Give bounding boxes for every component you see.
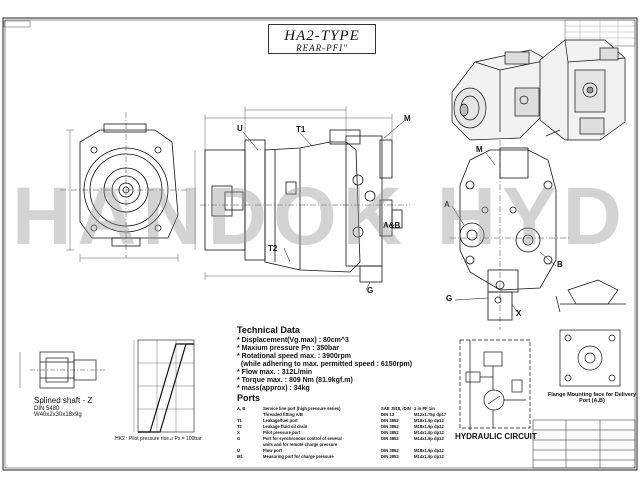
ports-cell: 1 in PF 1in (414, 406, 435, 411)
tech-line: * Rotational speed max. : 3900rpm (237, 353, 351, 360)
iso-view-rear (539, 39, 626, 141)
ports-cell: M12x1.75p dp17 (414, 412, 447, 417)
ports-cell: units and for remote charge pressure (263, 442, 338, 447)
hydraulic-circuit (459, 339, 531, 430)
callout-m-side: M (404, 114, 411, 123)
spline-detail (19, 351, 105, 389)
ports-row: Threaded fitting A/B DIN 13 M12x1.75p dp… (237, 412, 454, 418)
ports-cell: Measuring port for charge pressure (263, 454, 334, 459)
drawing-subtitle: REAR-PFI" (296, 43, 348, 53)
front-view-dims (66, 129, 179, 262)
flange-detail (555, 279, 626, 387)
callout-m-rear: M (476, 145, 483, 154)
ports-title: Ports (237, 393, 261, 403)
technical-data-title: Technical Data (237, 325, 300, 335)
ports-cell: DIN 3852 (381, 430, 399, 435)
graph-note: HK2 : Pilot pressure rise⊿ Ps = 100bar (115, 436, 202, 442)
ports-cell: M14x1.5p dp12 (414, 436, 444, 441)
ports-cell: DIN 3852 (381, 436, 399, 441)
ports-cell: A, B (237, 406, 246, 411)
side-view-dims (194, 106, 393, 280)
ports-cell: DIN 3852 (381, 448, 399, 453)
callout-b: B (557, 260, 563, 269)
corner-stamp-left (3, 20, 31, 28)
side-leader-lines (242, 120, 405, 291)
ports-cell: T2 (237, 424, 242, 429)
callout-t2: T2 (268, 244, 278, 253)
spline-din: DIN 5480 (34, 406, 60, 412)
callout-t1: T1 (296, 125, 306, 134)
callout-u: U (237, 124, 243, 133)
rear-leader-lines (451, 152, 557, 313)
hydraulic-circuit-label: HYDRAULIC CIRCUIT (455, 432, 537, 441)
ports-row: T1 Leakage/fuel port DIN 3852 M18x1.5p d… (237, 418, 454, 424)
spline-label: Splined shaft - Z (34, 396, 93, 405)
ports-cell: Service line port (high pressure series) (263, 406, 341, 411)
ports-cell: Leakage/fuel port (263, 418, 298, 423)
ports-cell: Port for synchronous control of several (263, 436, 342, 441)
drawing-title-box: HA2-TYPE REAR-PFI" (268, 24, 376, 54)
rear-view (450, 140, 570, 330)
ports-cell: M18x1.5p dp12 (414, 448, 444, 453)
drawing-title: HA2-TYPE (284, 28, 360, 44)
tech-line: * Torque max. : 809 Nm (81.9kgf.m) (237, 377, 353, 384)
ports-cell: Pilot pressure port (263, 430, 301, 435)
ports-row: units and for remote charge pressure (237, 442, 454, 448)
ports-cell: Threaded fitting A/B (263, 412, 303, 417)
performance-graph (133, 339, 195, 433)
ports-cell: M1 (237, 454, 243, 459)
sheet-border (2, 17, 638, 471)
ports-cell: M18x1.5p dp12 (414, 424, 444, 429)
ports-cell: SAE J518, /DIN (381, 406, 411, 411)
ports-row: X Pilot pressure port DIN 3852 M14x1.5p … (237, 430, 454, 436)
iso-view-front (451, 49, 549, 141)
ports-cell: X (237, 430, 240, 435)
tech-line: * Displacement(Vg.max) : 80cm^3 (237, 337, 349, 344)
flange-label: Flange Mounting face for Delivery Port (… (547, 392, 637, 404)
ports-cell: M14x1.5p dp12 (414, 454, 444, 459)
side-view (200, 129, 410, 283)
ports-cell: DIN 13 (381, 412, 395, 417)
spline-standard: DIN 5480 W40x2x30x18x9g (34, 406, 82, 418)
ports-cell: T1 (237, 418, 242, 423)
spline-spec: W40x2x30x18x9g (34, 412, 82, 418)
ports-row: G Port for synchronous control of severa… (237, 436, 454, 442)
ports-row: M1 Measuring port for charge pressure DI… (237, 454, 454, 460)
technical-data: Technical Data * Displacement(Vg.max) : … (237, 325, 412, 393)
callout-a: A (444, 200, 450, 209)
tech-line: * Flow max. : 312L/min (237, 369, 313, 376)
ports-row: T2 Leakage fluid oil drain DIN 3852 M18x… (237, 424, 454, 430)
ports-cell: G (237, 436, 241, 441)
ports-table: Ports A, B Service line port (high press… (237, 393, 454, 460)
ports-cell: DIN 3852 (381, 424, 399, 429)
ports-cell: Leakage fluid oil drain (263, 424, 308, 429)
callout-g-side: G (367, 286, 374, 295)
ports-cell: U (237, 448, 241, 453)
callout-x: X (516, 309, 522, 318)
front-view (60, 112, 192, 258)
ports-header-row: A, B Service line port (high pressure se… (237, 406, 454, 412)
tech-line: (while adhering to max. permitted speed … (237, 361, 413, 368)
ports-cell: DIN 3852 (381, 454, 399, 459)
tech-line: * mass(approx) : 34kg (237, 385, 310, 392)
tech-line: * Maxium pressure Pn : 350bar (237, 345, 339, 352)
ports-cell: M14x1.5p dp12 (414, 430, 444, 435)
ports-cell: Flow port (263, 448, 282, 453)
callout-ab: A&B (383, 221, 401, 230)
ports-cell: M18x1.5p dp12 (414, 418, 444, 423)
sheet-inner-border (4, 19, 636, 469)
ports-cell: DIN 3852 (381, 418, 399, 423)
callout-g-rear: G (446, 294, 453, 303)
ports-row: U Flow port DIN 3852 M18x1.5p dp12 (237, 448, 454, 454)
title-block (532, 419, 636, 469)
